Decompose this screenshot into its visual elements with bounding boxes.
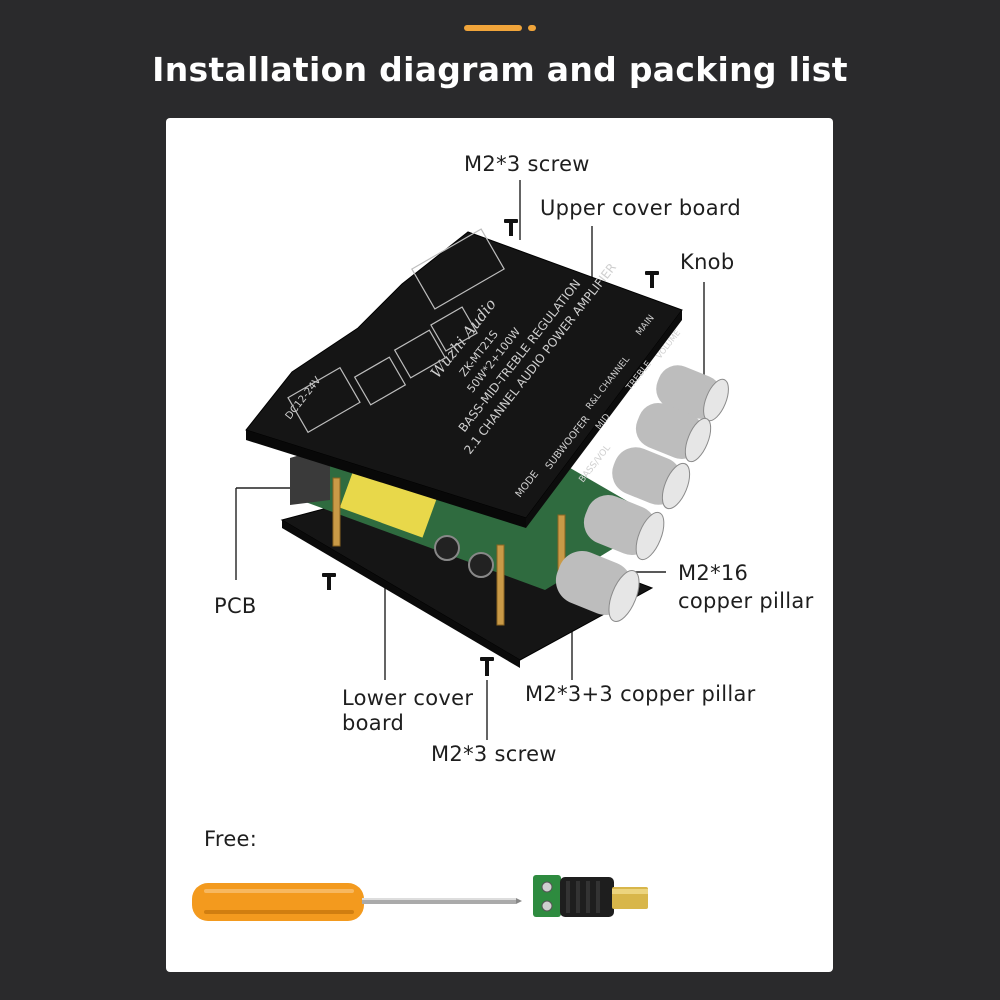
diagram-panel: 2.1 CHANNEL AUDIO POWER AMPLIFIER BASS-M… (166, 118, 833, 972)
leader-lines (235, 180, 705, 740)
screw-icon (504, 219, 518, 236)
exploded-diagram: 2.1 CHANNEL AUDIO POWER AMPLIFIER BASS-M… (192, 180, 729, 921)
label-lower-cover-line1: Lower cover (342, 686, 474, 710)
page-title: Installation diagram and packing list (152, 50, 848, 89)
screw-icon (480, 657, 494, 676)
label-pcb: PCB (214, 594, 257, 618)
label-upper-cover: Upper cover board (540, 196, 742, 220)
dc-connector-icon (533, 875, 648, 917)
knob-icon (612, 447, 691, 510)
screw-icon (645, 271, 659, 288)
accent-bar (464, 25, 522, 31)
screwdriver-icon (192, 883, 522, 921)
label-lower-cover: Lower cover board (342, 686, 482, 736)
label-lower-cover-line2: board (342, 711, 405, 735)
label-screw-bottom: M2*3 screw (431, 742, 557, 766)
label-m2-16-line1: M2*16 (678, 561, 749, 585)
label-m2-16-pillar: M2*16 copper pillar (678, 559, 828, 615)
knob-icon (635, 402, 712, 463)
label-free: Free: (204, 827, 258, 851)
label-m2-3-3-pillar: M2*3+3 copper pillar (525, 682, 756, 706)
label-knob: Knob (680, 250, 735, 274)
accent-dot (528, 25, 536, 31)
knobs (555, 365, 729, 622)
screws (322, 219, 659, 676)
label-screw-top: M2*3 screw (464, 152, 590, 176)
label-m2-16-line2: copper pillar (678, 589, 814, 613)
knob-icon (583, 494, 665, 561)
knob-icon (555, 550, 640, 622)
screw-icon (322, 573, 336, 590)
